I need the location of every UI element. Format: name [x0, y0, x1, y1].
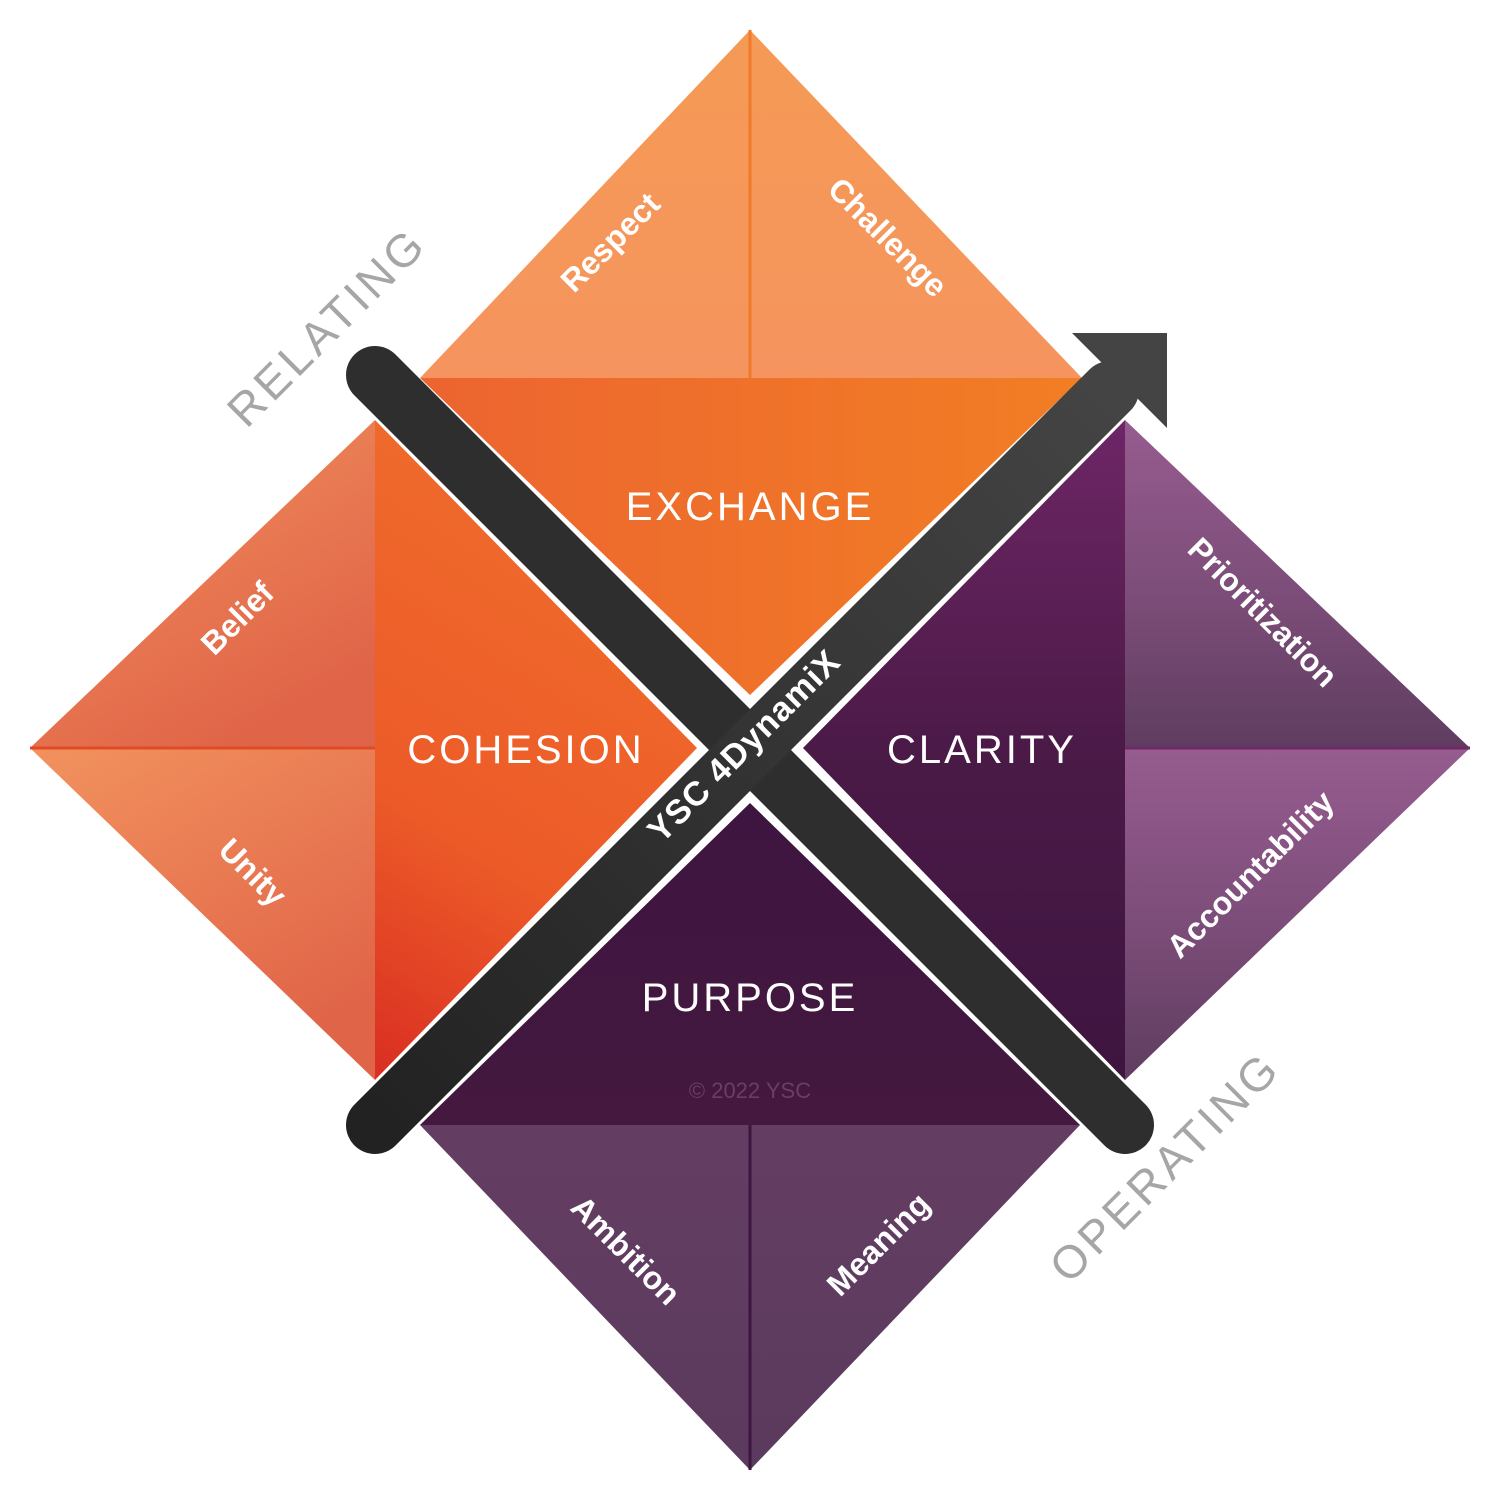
- purpose-panel: [420, 803, 1080, 1125]
- accountability-panel: [1125, 748, 1470, 1080]
- clarity-quadrant: [803, 420, 1470, 1080]
- respect-panel: [420, 30, 750, 378]
- challenge-panel: [750, 30, 1082, 378]
- meaning-panel: [750, 1125, 1080, 1470]
- x-band: [346, 333, 1167, 1154]
- exchange-quadrant: [420, 30, 1082, 695]
- operating-band: [346, 361, 1139, 1154]
- clarity-label: CLARITY: [887, 728, 1077, 772]
- unity-panel: [30, 748, 375, 1080]
- exchange-label: EXCHANGE: [626, 485, 875, 529]
- prioritization-panel: [1125, 420, 1470, 748]
- exchange-panel: [420, 378, 1082, 695]
- cohesion-panel: [375, 420, 697, 1080]
- purpose-quadrant: [420, 803, 1080, 1470]
- clarity-panel: [803, 420, 1125, 1080]
- purpose-label: PURPOSE: [642, 976, 859, 1020]
- ambition-panel: [420, 1125, 750, 1470]
- cohesion-label: COHESION: [407, 728, 644, 772]
- arrow-head-icon: [1072, 333, 1167, 428]
- copyright-text: © 2022 YSC: [689, 1078, 811, 1103]
- cohesion-quadrant: [30, 420, 697, 1080]
- belief-panel: [30, 420, 375, 748]
